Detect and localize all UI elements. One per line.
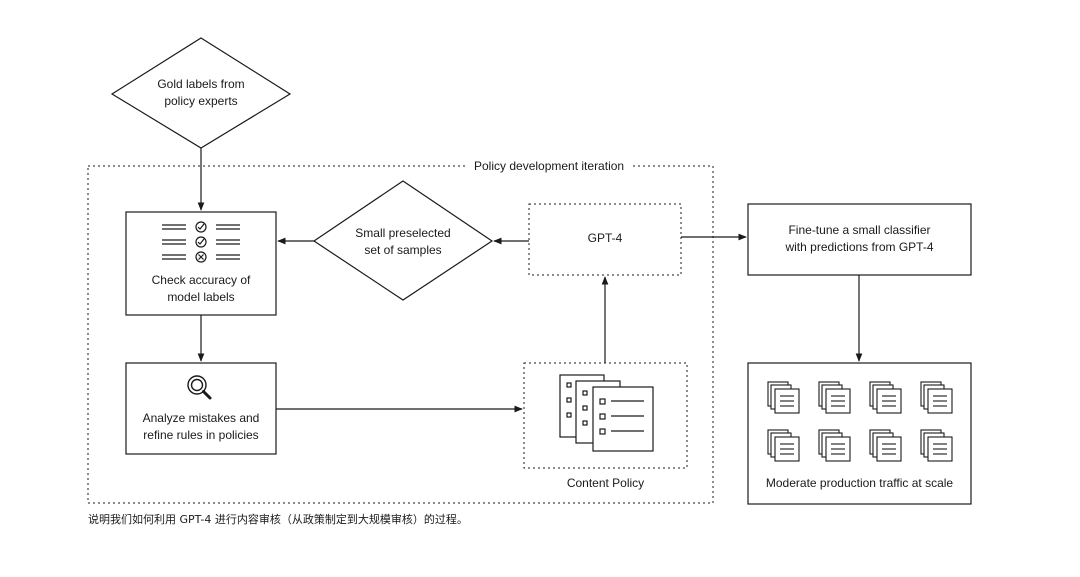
frame-title: Policy development iteration [468,159,631,173]
analyze-text: Analyze mistakes and refine rules in pol… [126,410,276,444]
check-accuracy-line1: Check accuracy of [151,273,251,287]
gold-labels-line2: policy experts [164,94,238,108]
small-samples-text: Small preselected set of samples [328,225,478,259]
policy-iteration-frame [87,165,714,504]
document-stack-icon [869,429,902,462]
gpt4-box [528,203,682,276]
content-policy-text: Content Policy [566,476,645,490]
magnifier-icon [187,375,212,400]
check-accuracy-box [125,211,277,316]
document-stack-icon [920,381,953,414]
document-stack-icon [920,429,953,462]
document-stack-icon [559,374,654,452]
check-accuracy-text: Check accuracy of model labels [126,272,276,306]
finetune-text: Fine-tune a small classifier with predic… [748,222,971,256]
document-stack-icon [767,381,953,462]
finetune-line1: Fine-tune a small classifier [788,223,931,237]
gold-labels-line1: Gold labels from [157,77,245,91]
analyze-line2: refine rules in policies [143,428,259,442]
checklist-icon [162,221,240,263]
check-accuracy-line2: model labels [167,290,235,304]
small-samples-diamond [312,180,494,301]
moderate-text: Moderate production traffic at scale [765,476,954,490]
gpt4-text: GPT-4 [587,231,623,245]
document-stack-icon [818,381,851,414]
document-stack-icon [818,429,851,462]
small-samples-line2: set of samples [364,243,442,257]
figure-caption: 说明我们如何利用 GPT-4 进行内容审核（从政策制定到大规模审核）的过程。 [88,513,468,526]
document-stack-icon [767,381,800,414]
finetune-box [747,203,972,276]
analyze-box [125,362,277,455]
document-stack-icon [869,381,902,414]
gold-labels-text: Gold labels from policy experts [126,76,276,110]
document-stack-icon [767,429,800,462]
analyze-line1: Analyze mistakes and [142,411,260,425]
small-samples-line1: Small preselected [355,226,451,240]
finetune-line2: with predictions from GPT-4 [785,240,934,254]
